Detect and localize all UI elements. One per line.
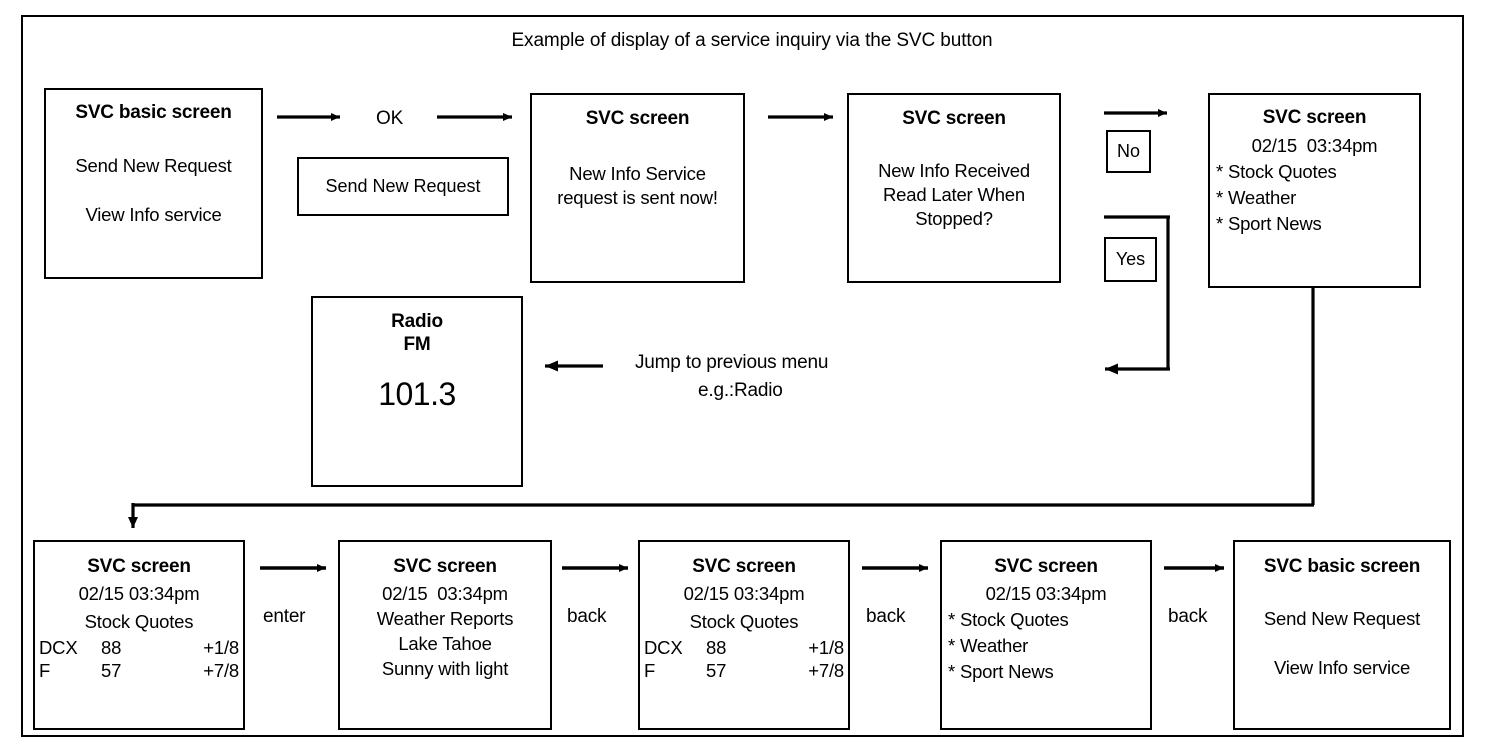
- menu-item-sport-news[interactable]: * Sport News: [1216, 213, 1322, 234]
- table-row: DCX 88 +1/8: [640, 637, 848, 659]
- stock-symbol: F: [39, 660, 51, 681]
- jump-note-line-1: Jump to previous menu: [635, 352, 829, 373]
- weather-line-2: Lake Tahoe: [398, 633, 492, 654]
- box-title: SVC screen: [1262, 107, 1367, 128]
- menu-item-view-info-service[interactable]: View Info service: [85, 204, 222, 225]
- branch-yes-label: Yes: [1115, 249, 1146, 269]
- stock-symbol: F: [644, 660, 656, 681]
- svc-screen-menu-box-top[interactable]: SVC screen 02/15 03:34pm * Stock Quotes …: [1208, 93, 1421, 288]
- menu-item-send-new-request[interactable]: Send New Request: [75, 155, 232, 176]
- radio-title: Radio: [391, 311, 443, 332]
- message-line-1: New Info Service: [569, 163, 706, 184]
- menu-item-send-new-request[interactable]: Send New Request: [1263, 608, 1421, 629]
- arrow-label-enter: enter: [263, 606, 306, 627]
- stock-symbol: DCX: [39, 637, 78, 658]
- svc-screen-info-received-box[interactable]: SVC screen New Info Received Read Later …: [847, 93, 1061, 283]
- section-subtitle: Stock Quotes: [689, 611, 799, 632]
- svc-screen-request-sent-box[interactable]: SVC screen New Info Service request is s…: [530, 93, 745, 283]
- menu-item-weather[interactable]: * Weather: [948, 635, 1029, 656]
- box-title: SVC basic screen: [1263, 556, 1421, 577]
- section-subtitle: Stock Quotes: [84, 611, 194, 632]
- send-new-request-highlight-box[interactable]: Send New Request: [297, 157, 509, 216]
- stock-change: +1/8: [808, 637, 844, 658]
- svc-basic-screen-box-top[interactable]: SVC basic screen Send New Request View I…: [44, 88, 263, 279]
- radio-screen-box[interactable]: Radio FM 101.3: [311, 296, 523, 487]
- box-title: SVC screen: [902, 108, 1006, 129]
- outer-frame: [21, 15, 1464, 737]
- box-title: SVC screen: [87, 556, 191, 577]
- menu-item-stock-quotes[interactable]: * Stock Quotes: [948, 609, 1069, 630]
- svc-basic-screen-box-bottom[interactable]: SVC basic screen Send New Request View I…: [1233, 540, 1451, 730]
- box-title: SVC basic screen: [75, 102, 232, 123]
- timestamp: 02/15 03:34pm: [382, 583, 508, 604]
- svc-screen-stock-quotes-box-1[interactable]: SVC screen 02/15 03:34pm Stock Quotes DC…: [33, 540, 245, 730]
- box-title: SVC screen: [393, 556, 497, 577]
- weather-line-1: Weather Reports: [376, 608, 514, 629]
- timestamp: 02/15 03:34pm: [1251, 135, 1378, 156]
- timestamp: 02/15 03:34pm: [78, 583, 200, 604]
- message-line-2: request is sent now!: [557, 187, 718, 208]
- branch-no-box[interactable]: No: [1106, 130, 1151, 173]
- svc-screen-stock-quotes-box-2[interactable]: SVC screen 02/15 03:34pm Stock Quotes DC…: [638, 540, 850, 730]
- stock-change: +1/8: [203, 637, 239, 658]
- message-line-3: Stopped?: [915, 208, 993, 229]
- message-line-2: Read Later When: [882, 184, 1025, 205]
- stock-price: 57: [706, 660, 727, 681]
- arrow-label-back-2: back: [866, 606, 906, 627]
- radio-frequency: 101.3: [378, 376, 456, 412]
- arrow-label-ok: OK: [376, 108, 404, 129]
- menu-item-stock-quotes[interactable]: * Stock Quotes: [1216, 161, 1337, 182]
- svc-screen-menu-box-bottom[interactable]: SVC screen 02/15 03:34pm * Stock Quotes …: [940, 540, 1152, 730]
- radio-band: FM: [403, 334, 431, 355]
- stock-price: 88: [101, 637, 122, 658]
- svc-screen-weather-box[interactable]: SVC screen 02/15 03:34pm Weather Reports…: [338, 540, 552, 730]
- branch-yes-box[interactable]: Yes: [1104, 237, 1157, 282]
- menu-item-sport-news[interactable]: * Sport News: [948, 661, 1054, 682]
- arrow-label-back-1: back: [567, 606, 607, 627]
- send-new-request-label: Send New Request: [325, 176, 481, 196]
- weather-line-3: Sunny with light: [381, 658, 509, 679]
- page-title: Example of display of a service inquiry …: [511, 30, 993, 51]
- box-title: SVC screen: [692, 556, 796, 577]
- arrow-label-back-3: back: [1168, 606, 1208, 627]
- box-title: SVC screen: [994, 556, 1098, 577]
- timestamp: 02/15 03:34pm: [683, 583, 805, 604]
- stock-change: +7/8: [203, 660, 239, 681]
- menu-item-weather[interactable]: * Weather: [1216, 187, 1297, 208]
- stock-price: 88: [706, 637, 727, 658]
- stock-symbol: DCX: [644, 637, 683, 658]
- branch-no-label: No: [1116, 141, 1140, 161]
- timestamp: 02/15 03:34pm: [985, 583, 1107, 604]
- menu-item-view-info-service[interactable]: View Info service: [1273, 657, 1411, 678]
- box-title: SVC screen: [585, 108, 690, 129]
- jump-note-line-2: e.g.:Radio: [698, 380, 783, 401]
- message-line-1: New Info Received: [878, 160, 1030, 181]
- table-row: F 57 +7/8: [35, 660, 243, 682]
- stock-change: +7/8: [808, 660, 844, 681]
- table-row: F 57 +7/8: [640, 660, 848, 682]
- stock-price: 57: [101, 660, 122, 681]
- table-row: DCX 88 +1/8: [35, 637, 243, 659]
